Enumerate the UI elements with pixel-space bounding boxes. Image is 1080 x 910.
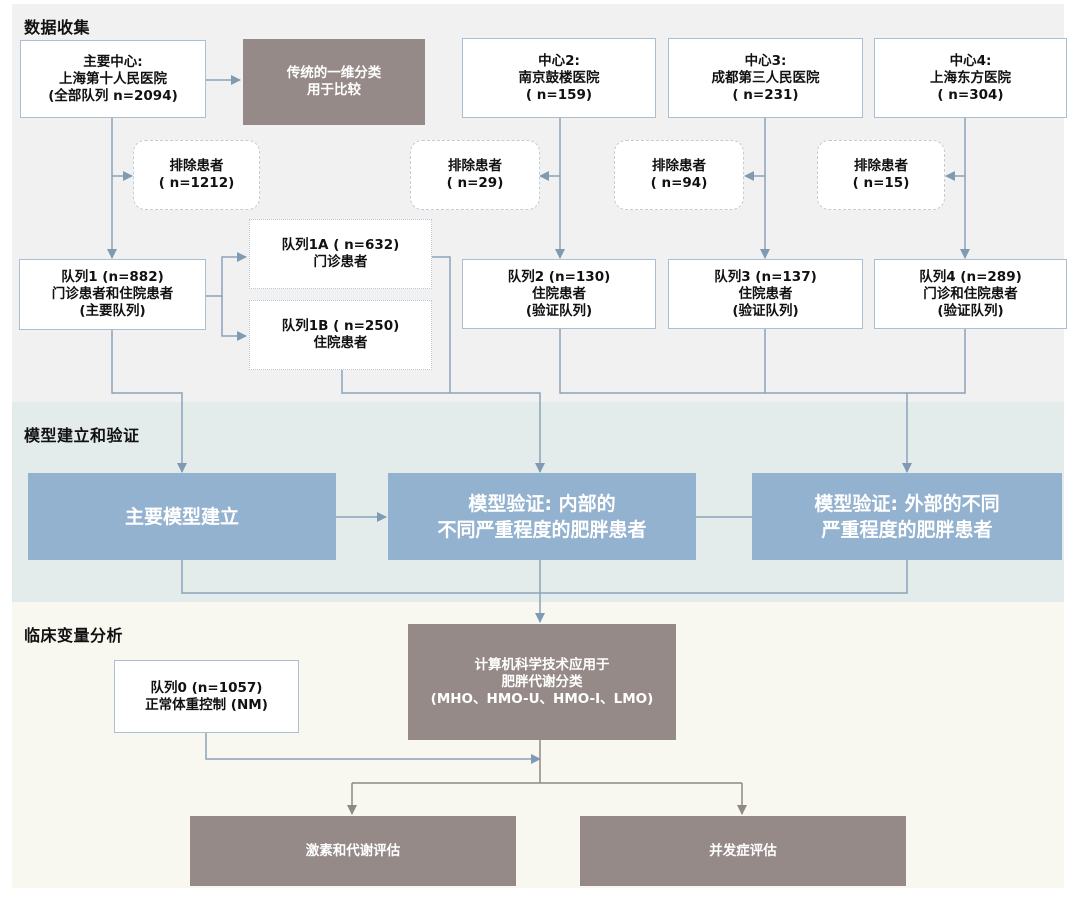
traditional-classification: 传统的一维分类 用于比较 xyxy=(243,39,425,125)
cohort-4-line3: (验证队列) xyxy=(937,302,1004,319)
excluded-main-label: 排除患者 xyxy=(169,158,224,174)
arrow-cohort1-to-1b xyxy=(221,296,247,341)
cohort-4-line1: 队列4 (n=289) xyxy=(919,268,1022,285)
arrow-cohort1b-to-internal xyxy=(341,370,545,473)
section-title-data-collection: 数据收集 xyxy=(24,18,91,37)
cohort-0-line2: 正常体重控制 (NM) xyxy=(145,696,268,713)
arrow-cohort0-to-merge xyxy=(205,732,541,764)
center-3-line3: ( n=231) xyxy=(732,86,799,103)
cohort-1-line1: 队列1 (n=882) xyxy=(61,269,164,285)
center-4: 中心4: 上海东方医院 ( n=304) xyxy=(874,38,1067,118)
cohort-3-line1: 队列3 (n=137) xyxy=(714,268,817,285)
center-4-line3: ( n=304) xyxy=(937,86,1004,103)
center-main-line3: (全部队列 n=2094) xyxy=(48,87,178,104)
hormone-metabolic-assessment: 激素和代谢评估 xyxy=(190,816,516,886)
cohort-1-line2: 门诊患者和住院患者 xyxy=(51,286,174,302)
center-main-line2: 上海第十人民医院 xyxy=(59,70,167,87)
center-3-line1: 中心3: xyxy=(744,52,787,69)
cohort-1b: 队列1B ( n=250) 住院患者 xyxy=(249,300,432,370)
compute-line2: 肥胖代谢分类 xyxy=(501,673,583,690)
cohort-4: 队列4 (n=289) 门诊和住院患者 (验证队列) xyxy=(874,259,1067,329)
compute-line3: (MHO、HMO-U、HMO-I、LMO) xyxy=(430,690,654,707)
excluded-c2-label: 排除患者 xyxy=(448,158,502,174)
excluded-c3-count: ( n=94) xyxy=(650,175,708,191)
cohort-1a-line1: 队列1A ( n=632) xyxy=(281,237,400,253)
cohort-0-line1: 队列0 (n=1057) xyxy=(150,679,263,696)
compute-line1: 计算机科学技术应用于 xyxy=(474,656,610,673)
excluded-c4: 排除患者 ( n=15) xyxy=(817,140,945,210)
cohort-3-line3: (验证队列) xyxy=(732,302,799,319)
complication-label: 并发症评估 xyxy=(709,842,777,859)
excluded-main-count: ( n=1212) xyxy=(158,175,235,191)
excluded-c3-label: 排除患者 xyxy=(652,158,706,174)
model-build-label: 主要模型建立 xyxy=(124,505,239,528)
excluded-main: 排除患者 ( n=1212) xyxy=(133,140,260,210)
center-3-line2: 成都第三人民医院 xyxy=(711,69,820,86)
cohort-2-line2: 住院患者 xyxy=(532,285,586,302)
model-internal-line1: 模型验证: 内部的 xyxy=(468,492,616,515)
model-build: 主要模型建立 xyxy=(28,473,336,560)
center-2-line3: ( n=159) xyxy=(525,86,593,103)
cohort-2-line1: 队列2 (n=130) xyxy=(507,268,611,285)
cohort-1a: 队列1A ( n=632) 门诊患者 xyxy=(249,219,432,289)
center-3: 中心3: 成都第三人民医院 ( n=231) xyxy=(668,38,863,118)
model-external-validation: 模型验证: 外部的不同 严重程度的肥胖患者 xyxy=(752,473,1062,560)
line-cohort1a xyxy=(432,256,451,393)
line-model-merge xyxy=(181,560,908,594)
cohort-1: 队列1 (n=882) 门诊患者和住院患者 (主要队列) xyxy=(19,259,206,330)
model-external-line1: 模型验证: 外部的不同 xyxy=(814,492,1000,515)
hormone-label: 激素和代谢评估 xyxy=(305,842,401,859)
center-4-line1: 中心4: xyxy=(949,52,992,69)
cohort-2: 队列2 (n=130) 住院患者 (验证队列) xyxy=(462,259,656,329)
traditional-line2: 用于比较 xyxy=(307,82,361,98)
model-internal-validation: 模型验证: 内部的 不同严重程度的肥胖患者 xyxy=(388,473,696,560)
arrow-cohort1-to-1a xyxy=(206,252,247,297)
traditional-line1: 传统的一维分类 xyxy=(286,65,382,81)
cohort-2-line3: (验证队列) xyxy=(525,302,593,319)
cohort-1-line3: (主要队列) xyxy=(79,303,146,319)
center-4-line2: 上海东方医院 xyxy=(930,69,1011,86)
excluded-c4-label: 排除患者 xyxy=(854,158,908,174)
model-internal-line2: 不同严重程度的肥胖患者 xyxy=(437,518,647,541)
center-2-line2: 南京鼓楼医院 xyxy=(518,69,600,86)
complication-assessment: 并发症评估 xyxy=(580,816,906,886)
center-main: 主要中心: 上海第十人民医院 (全部队列 n=2094) xyxy=(20,40,206,118)
cohort-1a-line2: 门诊患者 xyxy=(313,254,368,270)
computer-classification: 计算机科学技术应用于 肥胖代谢分类 (MHO、HMO-U、HMO-I、LMO) xyxy=(408,624,676,740)
cohort-1b-line2: 住院患者 xyxy=(313,335,368,351)
cohort-1b-line1: 队列1B ( n=250) xyxy=(281,318,400,334)
center-main-line1: 主要中心: xyxy=(83,53,143,70)
section-title-model: 模型建立和验证 xyxy=(24,426,140,445)
line-cohorts-2-4 xyxy=(559,328,966,394)
excluded-c4-count: ( n=15) xyxy=(852,175,910,191)
cohort-3-line2: 住院患者 xyxy=(738,285,793,302)
excluded-c3: 排除患者 ( n=94) xyxy=(614,140,744,210)
center-2-line1: 中心2: xyxy=(538,52,580,69)
cohort-4-line2: 门诊和住院患者 xyxy=(923,285,1018,302)
excluded-c2-count: ( n=29) xyxy=(446,175,504,191)
excluded-c2: 排除患者 ( n=29) xyxy=(410,140,540,210)
cohort-3: 队列3 (n=137) 住院患者 (验证队列) xyxy=(668,259,863,329)
section-title-clinical: 临床变量分析 xyxy=(24,626,124,645)
model-external-line2: 严重程度的肥胖患者 xyxy=(821,518,993,541)
arrow-cohort1-to-model xyxy=(111,330,187,473)
cohort-0: 队列0 (n=1057) 正常体重控制 (NM) xyxy=(114,660,299,733)
center-2: 中心2: 南京鼓楼医院 ( n=159) xyxy=(462,38,656,118)
